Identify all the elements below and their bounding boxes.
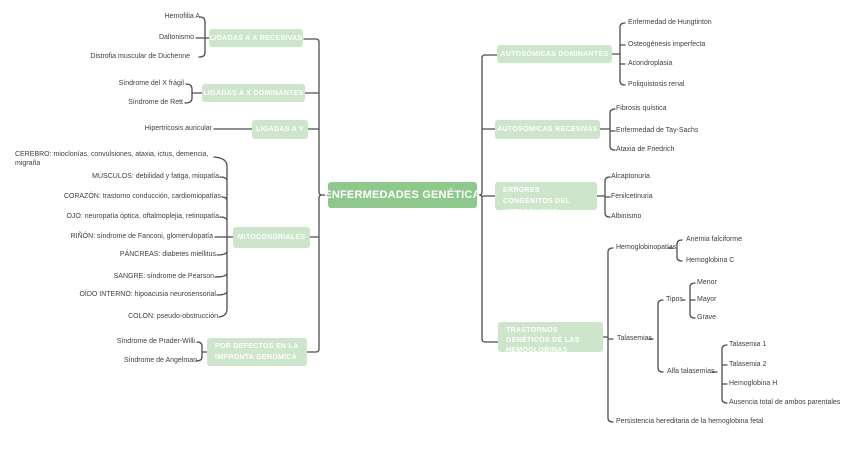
leaf-alcaptonuria[interactable]: Alcaptonuria xyxy=(611,172,650,180)
node-alfa-talasemias[interactable]: Alfa talasemias xyxy=(667,367,715,375)
leaf-oido-interno[interactable]: OÍDO INTERNO: hipoacusia neurosensorial xyxy=(79,290,216,298)
branch-errores-congenitos[interactable]: ERRORES CONGÉNITOS DEL METABOLISMO xyxy=(495,182,597,210)
leaf-osteogenesis[interactable]: Osteogénesis imperfecta xyxy=(628,40,706,48)
leaf-musculos[interactable]: MÚSCULOS: debilidad y fatiga, miopatía xyxy=(92,172,219,180)
leaf-poliquistosis[interactable]: Poliquistosis renal xyxy=(628,80,685,88)
leaf-menor[interactable]: Menor xyxy=(697,278,717,286)
leaf-x-fragil[interactable]: Síndrome del X frágil xyxy=(118,79,184,87)
leaf-tay-sachs[interactable]: Enfermedad de Tay-Sachs xyxy=(616,126,699,134)
branch-impronta-genomica[interactable]: POR DEFECTOS EN LA IMPRONTA GENÓMICA xyxy=(207,338,307,366)
branch-errores-label: ERRORES CONGÉNITOS DEL METABOLISMO xyxy=(503,187,570,210)
node-talasemias[interactable]: Talasemias xyxy=(617,334,653,342)
leaf-ausencia-total[interactable]: Ausencia total de ambos parentales xyxy=(729,398,841,406)
branch-ligadas-a-y[interactable]: LIGADAS A Y xyxy=(252,120,308,139)
branch-ligadas-x-dominantes[interactable]: LIGADAS A X DOMINANTES xyxy=(202,84,305,102)
node-hemoglobinopatias[interactable]: Hemoglobinopatías xyxy=(616,243,677,251)
leaf-friedrich[interactable]: Ataxia de Friedrich xyxy=(616,145,675,153)
leaf-duchenne[interactable]: Distrofia muscular de Duchenne xyxy=(90,52,190,60)
leaf-sangre[interactable]: SANGRE: síndrome de Pearson xyxy=(113,272,214,280)
leaf-grave[interactable]: Grave xyxy=(697,313,717,321)
leaf-rinon[interactable]: RIÑÓN: síndrome de Fanconi, glomerulopat… xyxy=(70,232,213,240)
node-tipos[interactable]: Tipos xyxy=(666,295,683,303)
leaf-hemofilia-a[interactable]: Hemofilia A xyxy=(164,12,200,20)
leaf-hemoglobina-h[interactable]: Hemoglobina H xyxy=(729,379,778,387)
branch-ligadas-x-recesivas[interactable]: LIGADAS A X RECESIVAS xyxy=(209,29,303,47)
leaf-prader-willi[interactable]: Síndrome de Prader-Willi xyxy=(116,337,195,345)
leaf-talasemia-2[interactable]: Talasemia 2 xyxy=(729,360,767,368)
branch-impronta-label: POR DEFECTOS EN LA IMPRONTA GENÓMICA xyxy=(215,343,299,361)
branch-trastornos-hemoglobinas[interactable]: TRASTORNOS GENÉTICOS DE LAS HEMOGLOBINAS xyxy=(498,322,603,352)
central-topic[interactable]: ENFERMEDADES GENÉTICA xyxy=(324,182,481,208)
leaf-colon[interactable]: COLON: pseudo-obstrucción xyxy=(128,312,218,320)
branch-autosomicas-dominantes[interactable]: AUTOSÓMICAS DOMINANTES xyxy=(497,45,612,63)
leaf-persistencia-hereditaria[interactable]: Persistencia hereditaria de la hemoglobi… xyxy=(616,417,764,425)
leaf-anemia-falciforme[interactable]: Anemia falciforme xyxy=(686,235,743,243)
leaf-fenilcetinuria[interactable]: Fenilcetinuria xyxy=(611,192,653,200)
leaf-hipertricosis[interactable]: Hipertricosis auricular xyxy=(144,124,212,132)
leaf-pancreas[interactable]: PÁNCREAS: diabetes miellitus xyxy=(119,250,216,258)
leaf-corazon[interactable]: CORAZÓN: trastorno conducción, cardiomio… xyxy=(63,192,221,200)
leaf-fibrosis-quistica[interactable]: Fibrosis quística xyxy=(616,104,667,112)
leaf-acondroplasia[interactable]: Acondroplasia xyxy=(628,59,673,67)
leaf-daltonismo[interactable]: Daltonismo xyxy=(158,33,194,41)
leaf-huntington[interactable]: Enfermedad de Hungtinton xyxy=(628,18,712,26)
leaf-talasemia-1[interactable]: Talasemia 1 xyxy=(729,340,767,348)
branch-trastornos-label: TRASTORNOS GENÉTICOS DE LAS HEMOGLOBINAS xyxy=(506,327,580,352)
leaf-cerebro[interactable]: CEREBRO: mioclonías, convulsiones, ataxi… xyxy=(15,151,209,167)
leaf-angelman[interactable]: Síndrome de Angelman xyxy=(123,356,197,364)
branch-mitocondriales[interactable]: MITOCONDRIALES xyxy=(233,227,310,248)
leaf-ojo[interactable]: OJO: neuropatía óptica, oftalmoplejia, r… xyxy=(66,212,219,220)
leaf-mayor[interactable]: Mayor xyxy=(697,295,717,303)
leaf-albinismo[interactable]: Albinismo xyxy=(611,212,642,220)
leaf-hemoglobina-c[interactable]: Hemoglobina C xyxy=(686,256,735,264)
leaf-rett[interactable]: Síndrome de Rett xyxy=(128,98,183,106)
branch-autosomicas-recesivas[interactable]: AUTOSÓMICAS RECESIVAS xyxy=(495,120,600,139)
